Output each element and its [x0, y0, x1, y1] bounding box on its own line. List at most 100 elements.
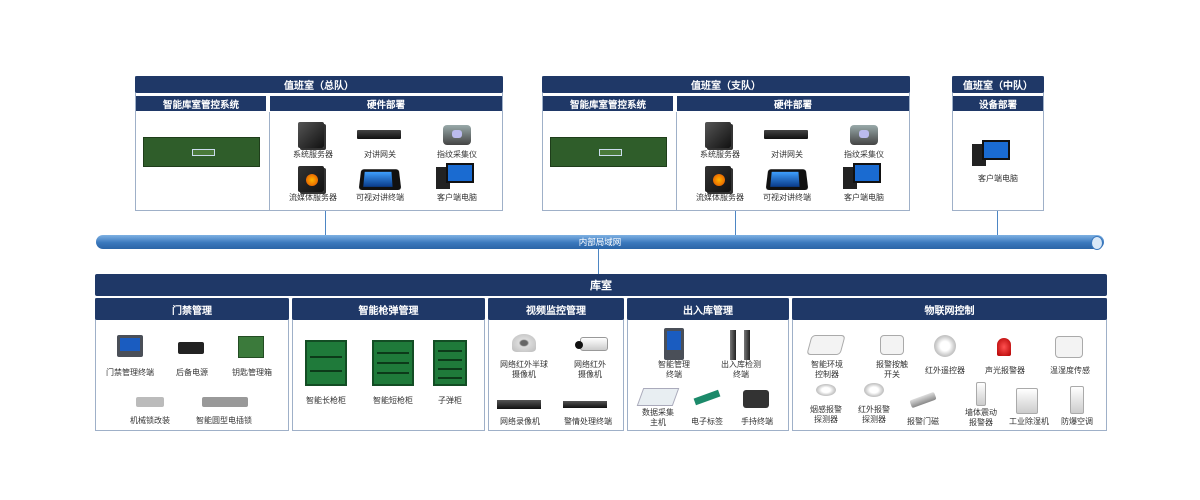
short-gun-cabinet-icon [372, 340, 414, 386]
warehouse-title: 库室 [95, 274, 1107, 296]
duty-room-headquarters-title: 值班室（总队） [135, 76, 503, 93]
management-system-screenshot [550, 137, 667, 167]
streaming-server-icon [705, 166, 731, 192]
system-title: 智能库室管控系统 [136, 96, 266, 111]
device-label: 手持终端 [741, 417, 773, 426]
device-label: 智能环境 控制器 [811, 360, 843, 379]
handheld-terminal-icon [743, 390, 769, 408]
infrared-detector-icon [864, 383, 884, 397]
device-label: 子弹柜 [438, 396, 462, 405]
data-collection-host-icon [636, 388, 680, 406]
device-label: 电子标签 [691, 417, 723, 426]
gateway-icon [764, 130, 808, 139]
device-label: 客户端电脑 [978, 174, 1018, 183]
ammo-cabinet-icon [433, 340, 467, 386]
access-control-section [95, 298, 289, 431]
alarm-switch-icon [880, 335, 904, 355]
device-label: 指纹采集仪 [844, 150, 884, 159]
video-intercom-icon [765, 169, 809, 191]
device-label: 门禁管理终端 [106, 368, 154, 377]
section-title: 门禁管理 [95, 298, 289, 320]
connector-line [598, 249, 599, 274]
connector-line [735, 211, 736, 235]
device-label: 声光报警器 [985, 366, 1025, 375]
mechanical-lock-icon [136, 397, 164, 407]
video-intercom-icon [358, 169, 402, 191]
iot-control-section [792, 298, 1107, 431]
duty-room-detachment-title: 值班室（支队） [542, 76, 910, 93]
device-label: 客户端电脑 [437, 193, 477, 202]
gateway-icon [357, 130, 401, 139]
key-cabinet-icon [238, 336, 264, 358]
client-pc-icon [436, 163, 476, 191]
device-label: 温湿度传感 [1050, 366, 1090, 375]
device-label: 智能长枪柜 [306, 396, 346, 405]
device-label: 指纹采集仪 [437, 150, 477, 159]
device-label: 智能短枪柜 [373, 396, 413, 405]
long-gun-cabinet-icon [305, 340, 347, 386]
access-control-terminal-icon [117, 335, 143, 357]
section-title: 出入库管理 [627, 298, 789, 320]
electric-lock-icon [202, 397, 248, 407]
device-label: 网络红外半球 摄像机 [500, 360, 548, 379]
device-label: 红外报警 探测器 [858, 405, 890, 424]
device-label: 客户端电脑 [844, 193, 884, 202]
device-label: 网络录像机 [500, 417, 540, 426]
dehumidifier-icon [1016, 388, 1038, 414]
server-icon [705, 122, 731, 148]
internal-lan-bus: 内部局域网 [96, 235, 1104, 250]
detection-gate-icon [744, 330, 750, 360]
inout-management-section [627, 298, 789, 431]
device-label: 报警按触 开关 [876, 360, 908, 379]
section-title: 物联网控制 [792, 298, 1107, 320]
device-label: 数据采集 主机 [642, 408, 674, 427]
backup-power-icon [178, 342, 204, 354]
device-label: 智能圆型电插锁 [196, 416, 252, 425]
connector-line [325, 211, 326, 235]
network-video-recorder-icon [497, 400, 541, 409]
device-label: 流媒体服务器 [696, 193, 744, 202]
network-label: 内部局域网 [578, 238, 622, 248]
device-label: 烟感报警 探测器 [810, 405, 842, 424]
device-label: 网络红外 摄像机 [574, 360, 606, 379]
server-icon [298, 122, 324, 148]
environment-controller-icon [806, 335, 846, 355]
device-label: 机械锁改装 [130, 416, 170, 425]
management-system-screenshot [143, 137, 260, 167]
duty-room-squadron-title: 值班室（中队） [952, 76, 1044, 93]
bullet-camera-icon [575, 337, 608, 351]
smoke-detector-icon [816, 384, 836, 396]
device-label: 流媒体服务器 [289, 193, 337, 202]
dome-camera-icon [512, 334, 536, 352]
fingerprint-scanner-icon [443, 125, 471, 145]
device-label: 报警门磁 [907, 417, 939, 426]
device-label: 出入库检测 终端 [721, 360, 761, 379]
sound-light-alarm-icon [997, 338, 1011, 356]
client-pc-icon [843, 163, 883, 191]
explosion-proof-ac-icon [1070, 386, 1084, 414]
device-label: 警情处理终端 [564, 417, 612, 426]
device-label: 可视对讲终端 [356, 193, 404, 202]
section-title: 智能枪弹管理 [292, 298, 485, 320]
device-label: 系统服务器 [293, 150, 333, 159]
device-label: 智能管理 终端 [658, 360, 690, 379]
detection-gate-icon [730, 330, 736, 360]
client-pc-icon [972, 140, 1012, 168]
device-label: 系统服务器 [700, 150, 740, 159]
hardware-title: 硬件部署 [677, 96, 909, 111]
infrared-remote-icon [934, 335, 956, 357]
device-label: 对讲网关 [771, 150, 803, 159]
device-label: 钥匙管理箱 [232, 368, 272, 377]
device-label: 后备电源 [176, 368, 208, 377]
connector-line [997, 211, 998, 235]
device-label: 可视对讲终端 [763, 193, 811, 202]
system-title: 智能库室管控系统 [543, 96, 673, 111]
device-label: 工业除湿机 [1009, 417, 1049, 426]
vibration-alarm-icon [976, 382, 986, 406]
device-label: 墙体震动 报警器 [965, 408, 997, 427]
smart-terminal-icon [664, 328, 684, 360]
fingerprint-scanner-icon [850, 125, 878, 145]
section-title: 视频监控管理 [488, 298, 624, 320]
equipment-title: 设备部署 [953, 96, 1043, 111]
device-label: 防爆空调 [1061, 417, 1093, 426]
